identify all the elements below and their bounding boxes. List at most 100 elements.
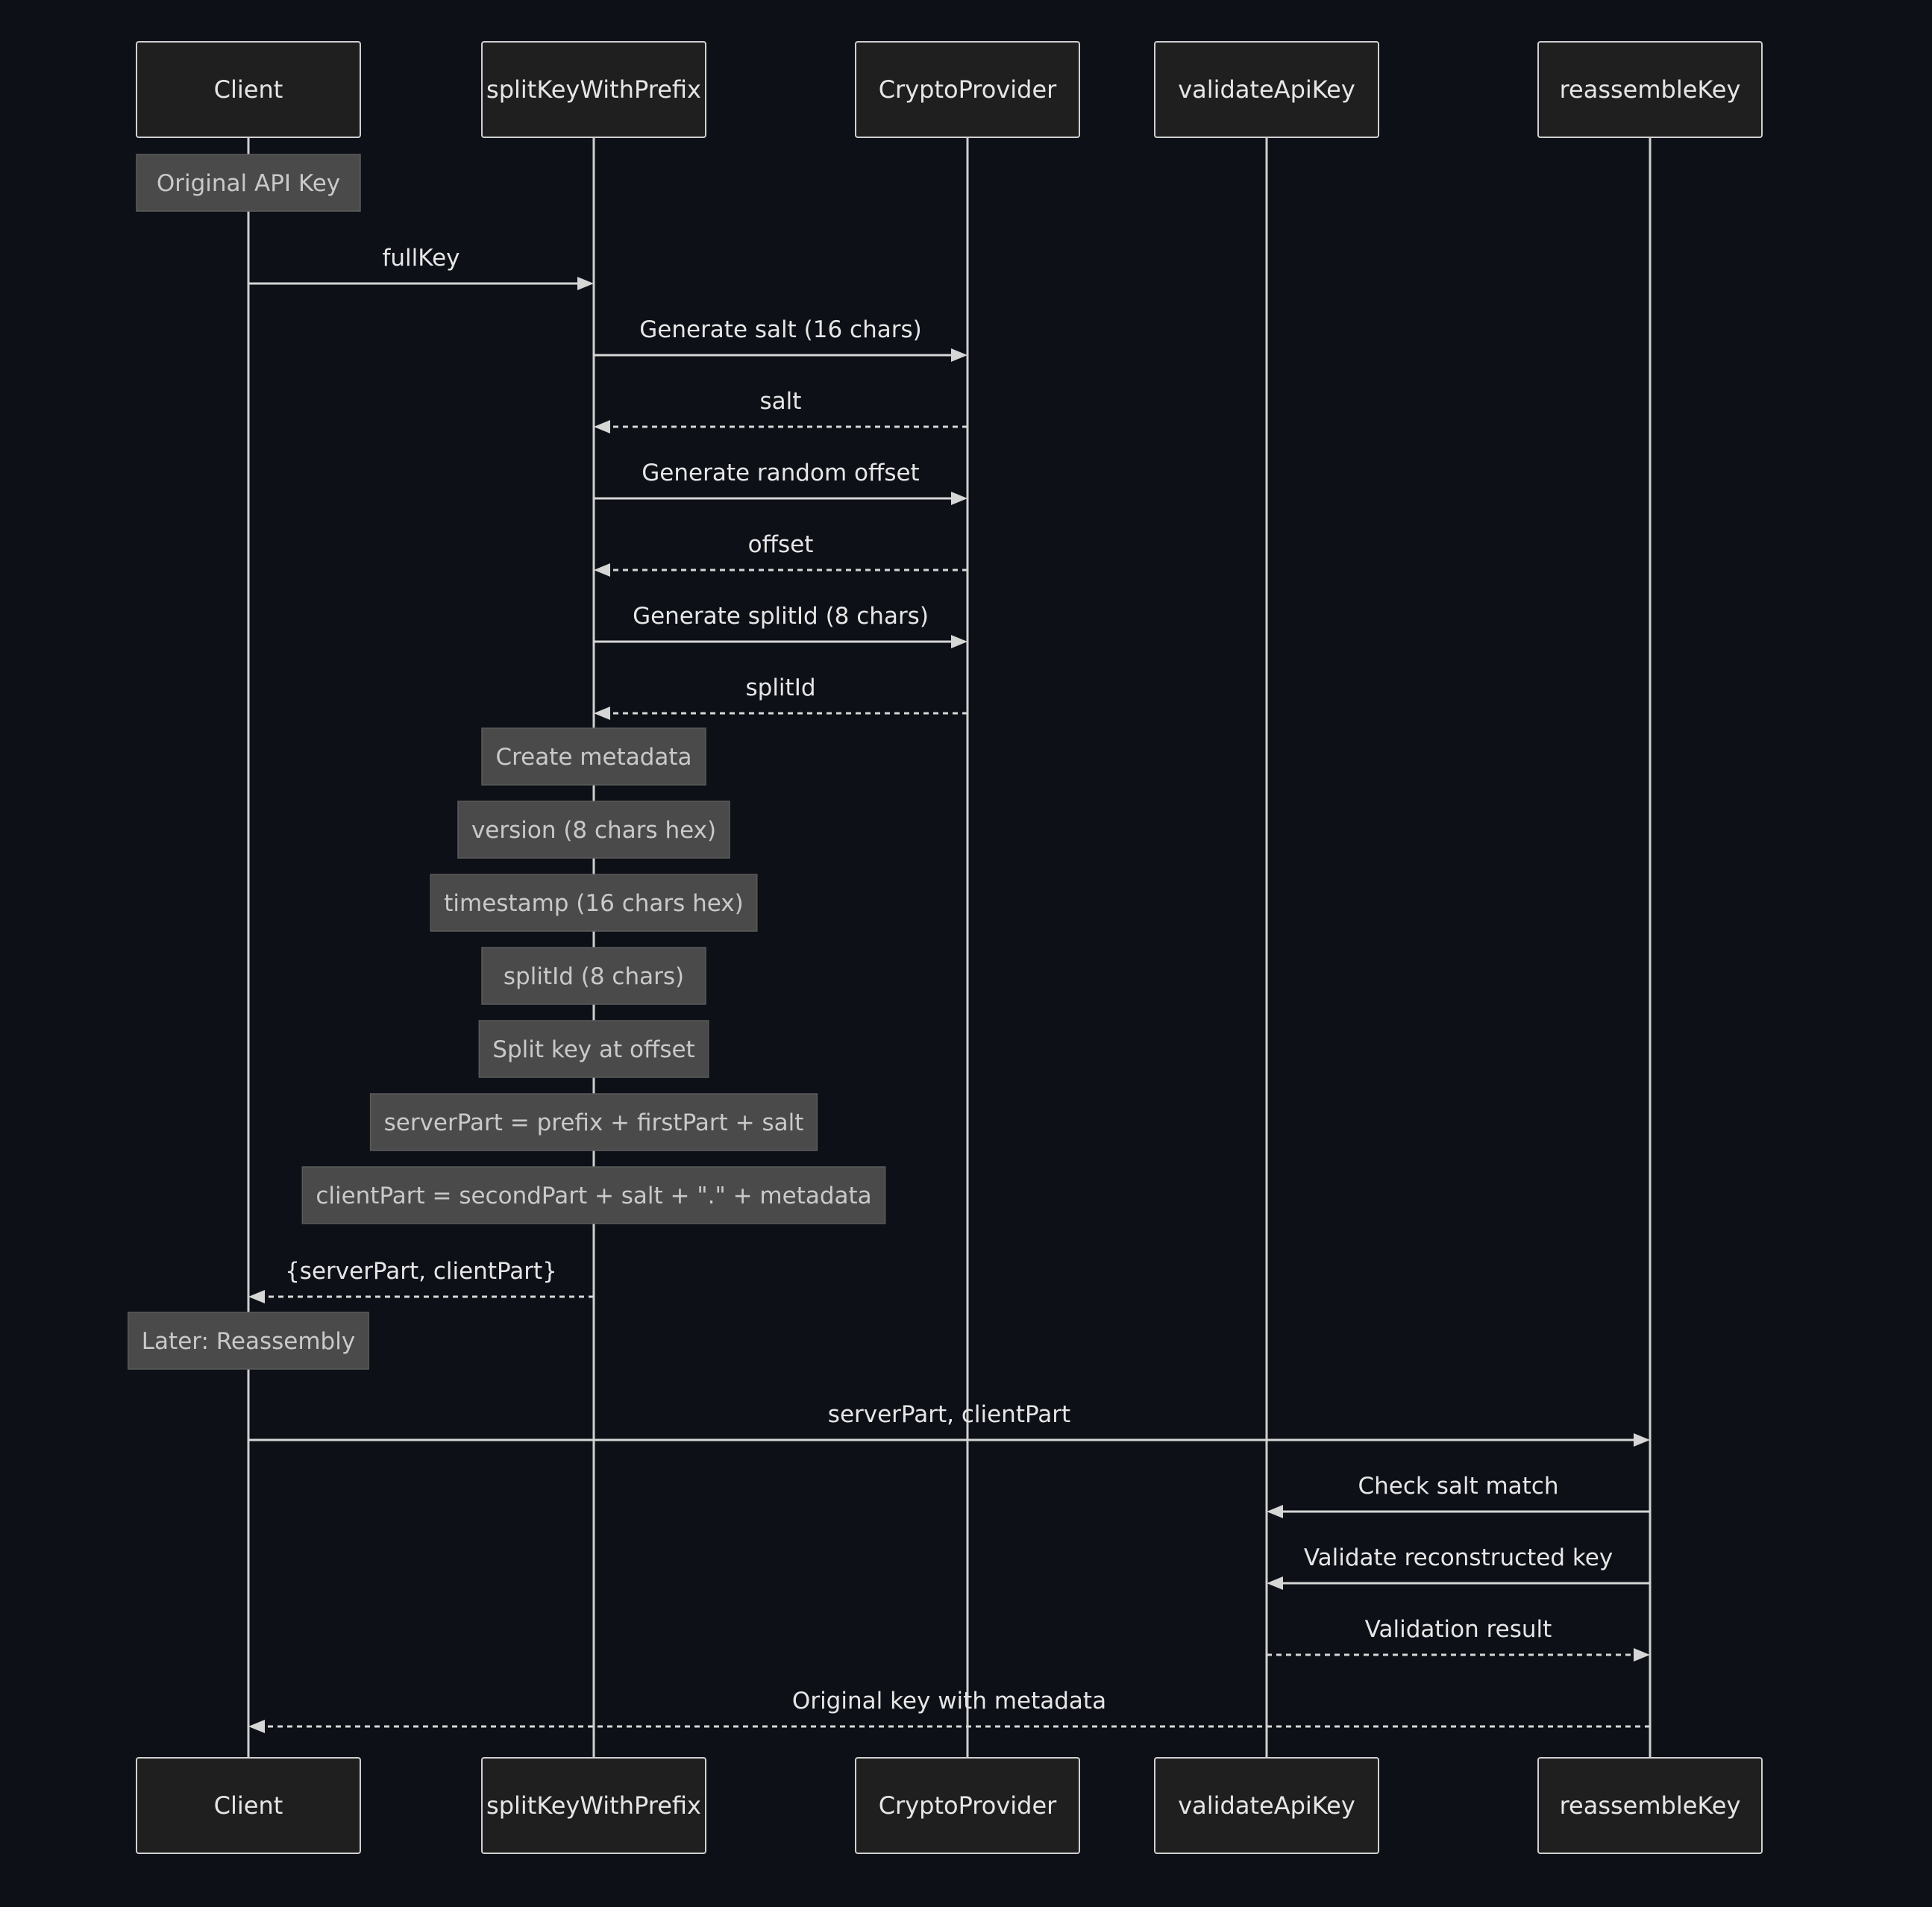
actor-label: splitKeyWithPrefix	[486, 1791, 701, 1820]
actor-client-top: Client	[136, 41, 361, 138]
message-label: serverPart, clientPart	[828, 1401, 1070, 1428]
actor-label: splitKeyWithPrefix	[486, 75, 701, 104]
arrowhead	[577, 277, 594, 290]
message-label: Generate salt (16 chars)	[639, 316, 921, 343]
note-box	[136, 154, 361, 212]
arrowhead	[951, 348, 967, 362]
message-label: salt	[760, 388, 802, 415]
message-label: Validation result	[1365, 1616, 1552, 1643]
note: timestamp (16 chars hex)	[430, 874, 758, 932]
message: splitId	[594, 674, 967, 720]
note-text: version (8 chars hex)	[471, 817, 716, 844]
note: serverPart = prefix + firstPart + salt	[369, 1093, 818, 1151]
actor-box	[1537, 1757, 1763, 1854]
note-box	[128, 1312, 369, 1370]
message: salt	[594, 388, 967, 433]
arrowhead	[951, 635, 967, 648]
actor-label: CryptoProvider	[879, 1791, 1057, 1820]
actor-box	[481, 1757, 706, 1854]
note: clientPart = secondPart + salt + "." + m…	[301, 1166, 886, 1224]
actor-box	[1154, 41, 1379, 138]
note-box	[369, 1093, 818, 1151]
actor-reassemble-bottom: reassembleKey	[1537, 1757, 1763, 1854]
actors-top: Client splitKeyWithPrefix CryptoProvider va…	[136, 41, 1763, 138]
actor-crypto-bottom: CryptoProvider	[855, 1757, 1080, 1854]
actor-label: validateApiKey	[1178, 75, 1355, 104]
note-text: splitId (8 chars)	[504, 963, 684, 990]
arrowhead	[951, 492, 967, 505]
actor-label: reassembleKey	[1560, 1791, 1741, 1820]
note: version (8 chars hex)	[457, 801, 730, 859]
arrowhead	[1634, 1433, 1650, 1447]
message: fullKey	[248, 245, 594, 290]
note: splitId (8 chars)	[481, 947, 706, 1005]
message: Validation result	[1267, 1616, 1650, 1662]
note-box	[478, 1020, 709, 1078]
actor-box	[855, 1757, 1080, 1854]
actor-split-top: splitKeyWithPrefix	[481, 41, 706, 138]
note-box	[430, 874, 758, 932]
message: Original key with metadata	[248, 1688, 1650, 1733]
actor-box	[481, 41, 706, 138]
message: offset	[594, 531, 967, 577]
lifelines	[247, 137, 1652, 1758]
note-text: Original API Key	[157, 170, 340, 197]
note-text: Create metadata	[495, 744, 691, 771]
note-text: timestamp (16 chars hex)	[444, 890, 744, 917]
arrowhead	[594, 707, 610, 720]
message: Generate random offset	[594, 460, 967, 505]
arrowhead	[1267, 1576, 1283, 1590]
actors-bottom: Client splitKeyWithPrefix CryptoProvider va…	[136, 1757, 1763, 1854]
message-label: {serverPart, clientPart}	[285, 1258, 557, 1285]
note: Create metadata	[481, 727, 706, 786]
message-label: Validate reconstructed key	[1304, 1544, 1613, 1571]
actor-box	[136, 1757, 361, 1854]
message-label: splitId	[745, 674, 815, 701]
actor-box	[1537, 41, 1763, 138]
arrowhead	[594, 420, 610, 433]
arrowhead	[248, 1720, 265, 1733]
message-label: fullKey	[383, 245, 460, 272]
message: Validate reconstructed key	[1267, 1544, 1650, 1590]
actor-reassemble-top: reassembleKey	[1537, 41, 1763, 138]
actor-box	[136, 41, 361, 138]
message: Generate splitId (8 chars)	[594, 603, 967, 648]
message: Check salt match	[1267, 1473, 1650, 1518]
actor-box	[855, 41, 1080, 138]
note-text: Later: Reassembly	[142, 1328, 355, 1355]
note-text: serverPart = prefix + firstPart + salt	[384, 1109, 804, 1136]
actor-label: Client	[214, 1791, 283, 1820]
arrowhead	[248, 1290, 265, 1303]
actor-box	[1154, 1757, 1379, 1854]
actor-crypto-top: CryptoProvider	[855, 41, 1080, 138]
message-label: Generate random offset	[642, 460, 919, 486]
message-label: Original key with metadata	[792, 1688, 1106, 1715]
message-label: Generate splitId (8 chars)	[633, 603, 929, 630]
message: Generate salt (16 chars)	[594, 316, 967, 362]
actor-label: Client	[214, 75, 283, 104]
actor-label: reassembleKey	[1560, 75, 1741, 104]
actor-label: CryptoProvider	[879, 75, 1057, 104]
note-text: clientPart = secondPart + salt + "." + m…	[316, 1183, 871, 1209]
message: serverPart, clientPart	[248, 1401, 1650, 1447]
message-label: Check salt match	[1358, 1473, 1558, 1500]
note-text: Split key at offset	[492, 1036, 694, 1063]
note: Later: Reassembly	[128, 1312, 369, 1370]
arrowhead	[594, 563, 610, 577]
actor-client-bottom: Client	[136, 1757, 361, 1854]
note: Split key at offset	[478, 1020, 709, 1078]
message: {serverPart, clientPart}	[248, 1258, 594, 1303]
note-box	[457, 801, 730, 859]
note-box	[481, 947, 706, 1005]
actor-validate-top: validateApiKey	[1154, 41, 1379, 138]
message-label: offset	[748, 531, 814, 558]
actor-validate-bottom: validateApiKey	[1154, 1757, 1379, 1854]
note-box	[481, 727, 706, 786]
note: Original API Key	[136, 154, 361, 212]
arrowhead	[1634, 1648, 1650, 1662]
actor-split-bottom: splitKeyWithPrefix	[481, 1757, 706, 1854]
arrowhead	[1267, 1505, 1283, 1518]
